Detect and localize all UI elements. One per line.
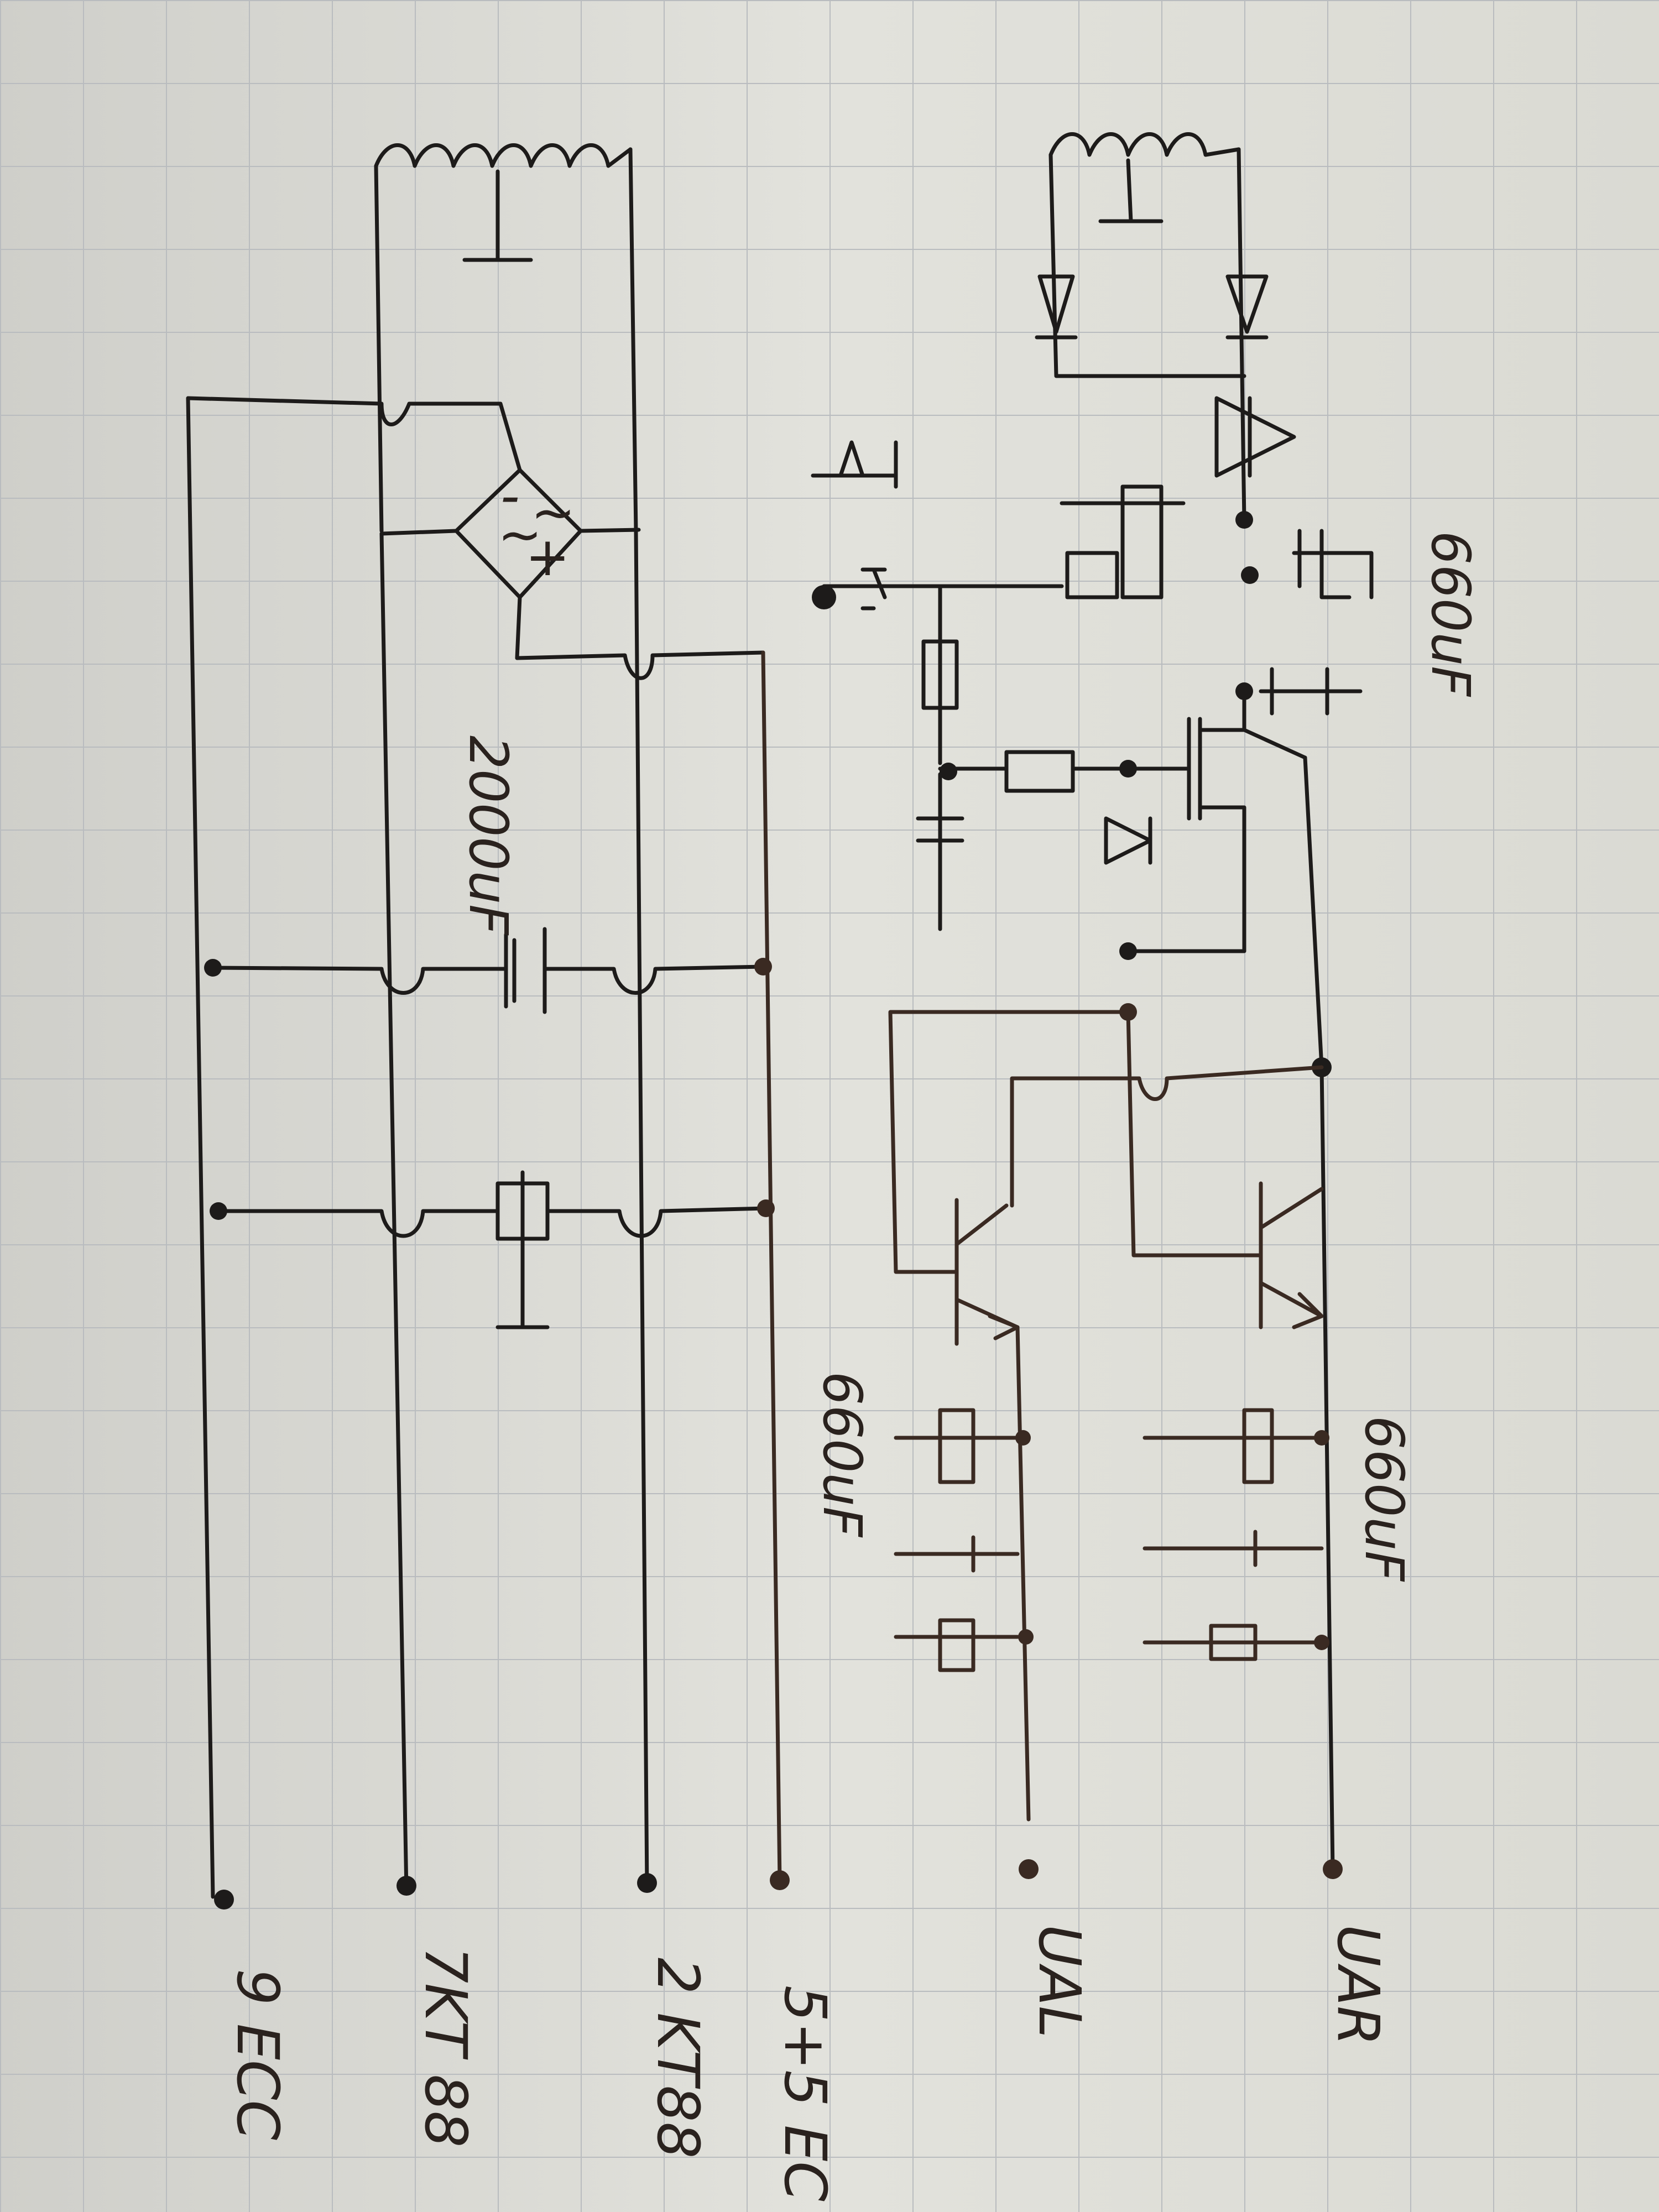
right-regulator-section (811, 132, 1374, 1871)
terminal-dot-5-5[interactable] (770, 1870, 790, 1890)
resistor-mid (921, 639, 959, 710)
node-row1-right (754, 958, 772, 975)
filter-cap-2000 (504, 927, 547, 1014)
winding-left-centre-tap (462, 169, 533, 262)
rectifier-diode-b (1225, 274, 1269, 340)
terminal-dot-9-ecc[interactable] (214, 1890, 234, 1910)
terminal-dot-7kt88[interactable] (397, 1876, 416, 1896)
bridge-top-lead (186, 396, 522, 472)
label-cap-2000: 2000uF (457, 735, 519, 936)
terminal-label-ual: UAL (1026, 1924, 1093, 2038)
winding-right-centre-tap (1098, 158, 1164, 223)
regulator-triode-top (1214, 396, 1296, 478)
terminal-label-2kt88: 2 KT88 (644, 1958, 712, 2158)
winding-right-lead-b (1237, 147, 1246, 522)
ground-left (860, 567, 887, 611)
zener-diode (811, 440, 898, 489)
node-top-a (1235, 682, 1253, 700)
bridge-ac-left (379, 529, 458, 536)
transformer-winding-right (1048, 132, 1241, 157)
node-bank-a (1314, 1430, 1329, 1446)
resistor-pair (1060, 484, 1186, 599)
label-cap-top: 660uF (1420, 531, 1481, 697)
ground-blob (812, 585, 836, 609)
transistor-upper (1126, 1010, 1324, 1329)
node-top-c (1235, 511, 1253, 529)
label-cap-right-lower: 660uF (811, 1371, 873, 1538)
node-bank-c (1015, 1430, 1031, 1446)
cap-bank-lower (894, 1408, 1020, 1672)
mid-bus (822, 584, 1064, 765)
node-bank-d (1018, 1629, 1034, 1645)
terminal-dot-ual[interactable] (1019, 1859, 1039, 1879)
filter-cap-row2 (495, 1170, 550, 1329)
rail-9-ecc (186, 396, 215, 1899)
terminal-label-9-ecc: 9 ECC (224, 1969, 291, 2141)
cap-bank-upper (1142, 1408, 1324, 1661)
node-gate (1119, 760, 1137, 778)
terminal-dot-uar[interactable] (1323, 1859, 1343, 1879)
filter-row-1 (211, 964, 765, 995)
bridge-sign-plus: + (525, 526, 570, 588)
bridge-sign-tilde-b: ~ (498, 504, 542, 566)
rail-5-5 (761, 650, 782, 1882)
rail-2kt88 (634, 529, 649, 1891)
cap-top-660 (1292, 529, 1374, 599)
winding-right-lead-a (1048, 153, 1246, 378)
winding-left-lead-b (628, 147, 638, 533)
node-row1-left (204, 959, 222, 977)
node-top-b (1241, 566, 1259, 584)
rectifier-diode-a (1035, 274, 1078, 340)
terminal-label-5-5: 5+5 EC (771, 1985, 839, 2201)
node-row2-left (210, 1202, 227, 1220)
cap-mid (1259, 667, 1363, 716)
transformer-winding-left (374, 143, 633, 168)
winding-left-lead-a (374, 164, 384, 533)
brown-link (1010, 1065, 1324, 1822)
handwritten-labels: 660uF 660uF 660uF 2000uF 9 ECC 7KT 88 2 … (224, 531, 1481, 2201)
left-supply-section: - ~ ~ + (186, 143, 782, 1899)
label-cap-right-upper: 660uF (1353, 1416, 1415, 1582)
node-row2-right (757, 1199, 775, 1217)
node-bank-b (1314, 1635, 1329, 1650)
filter-row-2 (216, 1206, 768, 1238)
bridge-bottom-lead (515, 595, 765, 680)
gate-diode (1104, 816, 1152, 865)
terminal-points (214, 1859, 1343, 1910)
bridge-sign-tilde-a: ~ (531, 482, 575, 544)
bridge-ac-right (578, 528, 641, 533)
terminal-label-uar: UAR (1324, 1924, 1392, 2046)
transistor-lower (888, 1010, 1130, 1346)
node-junction-1 (1119, 942, 1137, 960)
terminal-dot-2kt88[interactable] (637, 1873, 657, 1893)
gate-cap (916, 772, 964, 931)
bridge-sign-minus: - (500, 465, 520, 527)
rail-7kt88 (379, 531, 409, 1893)
terminal-label-7kt88: 7KT 88 (412, 1947, 479, 2147)
node-mid (940, 763, 957, 780)
